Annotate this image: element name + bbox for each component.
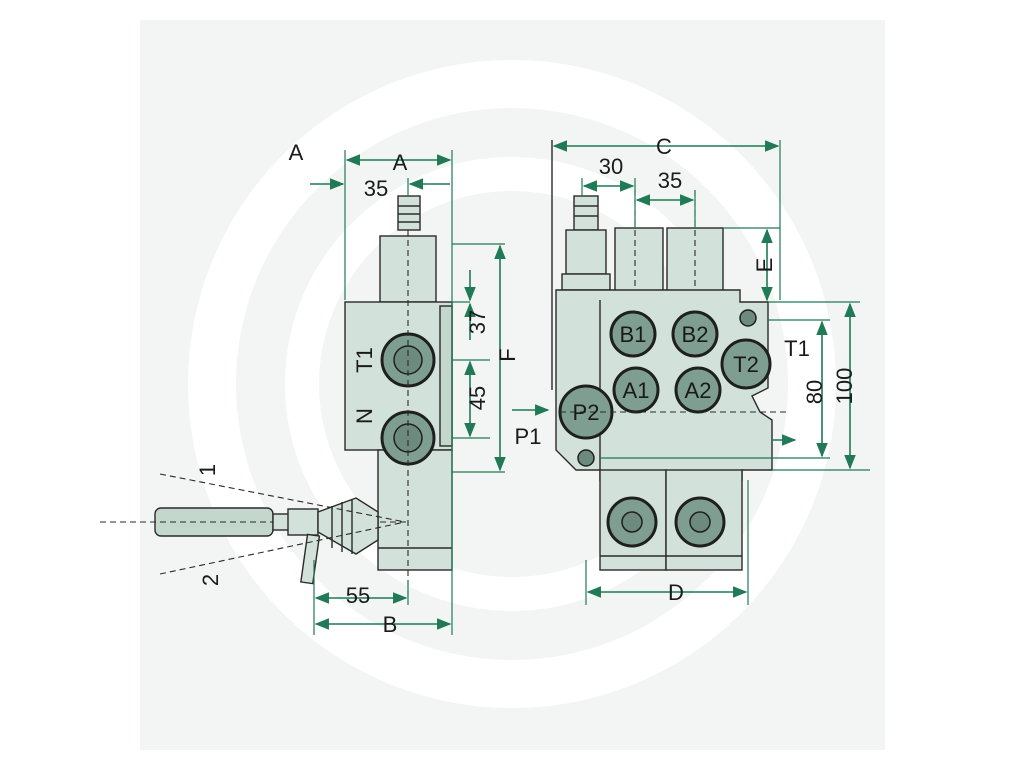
label-c: C <box>656 134 672 159</box>
side-dimensions <box>310 150 506 635</box>
label-side-n: N <box>352 408 377 424</box>
label-a-left: A <box>289 140 304 165</box>
watermark-logo <box>140 20 885 750</box>
label-f: F <box>495 348 520 361</box>
label-37: 37 <box>465 310 490 334</box>
label-side-t1: T1 <box>352 347 377 373</box>
label-b: B <box>383 612 398 637</box>
label-100: 100 <box>832 368 857 405</box>
port-a2: A2 <box>685 378 712 403</box>
label-80: 80 <box>802 380 827 404</box>
port-b1: B1 <box>620 322 647 347</box>
label-t1-right: T1 <box>784 336 810 361</box>
side-view <box>100 195 453 600</box>
port-b2: B2 <box>682 322 709 347</box>
port-a1: A1 <box>623 378 650 403</box>
label-35-right: 35 <box>658 168 682 193</box>
label-a-top: A <box>393 150 408 175</box>
label-d: D <box>668 580 684 605</box>
label-p1: P1 <box>515 424 542 449</box>
front-dimensions <box>512 140 870 605</box>
label-e: E <box>752 258 777 273</box>
label-lever-1: 1 <box>195 464 220 476</box>
port-t2: T2 <box>733 352 759 377</box>
port-p2: P2 <box>573 400 600 425</box>
label-30: 30 <box>599 154 623 179</box>
label-35-left: 35 <box>364 176 388 201</box>
label-55: 55 <box>346 583 370 608</box>
label-lever-2: 2 <box>198 574 223 586</box>
front-view <box>551 140 790 571</box>
label-45: 45 <box>465 386 490 410</box>
